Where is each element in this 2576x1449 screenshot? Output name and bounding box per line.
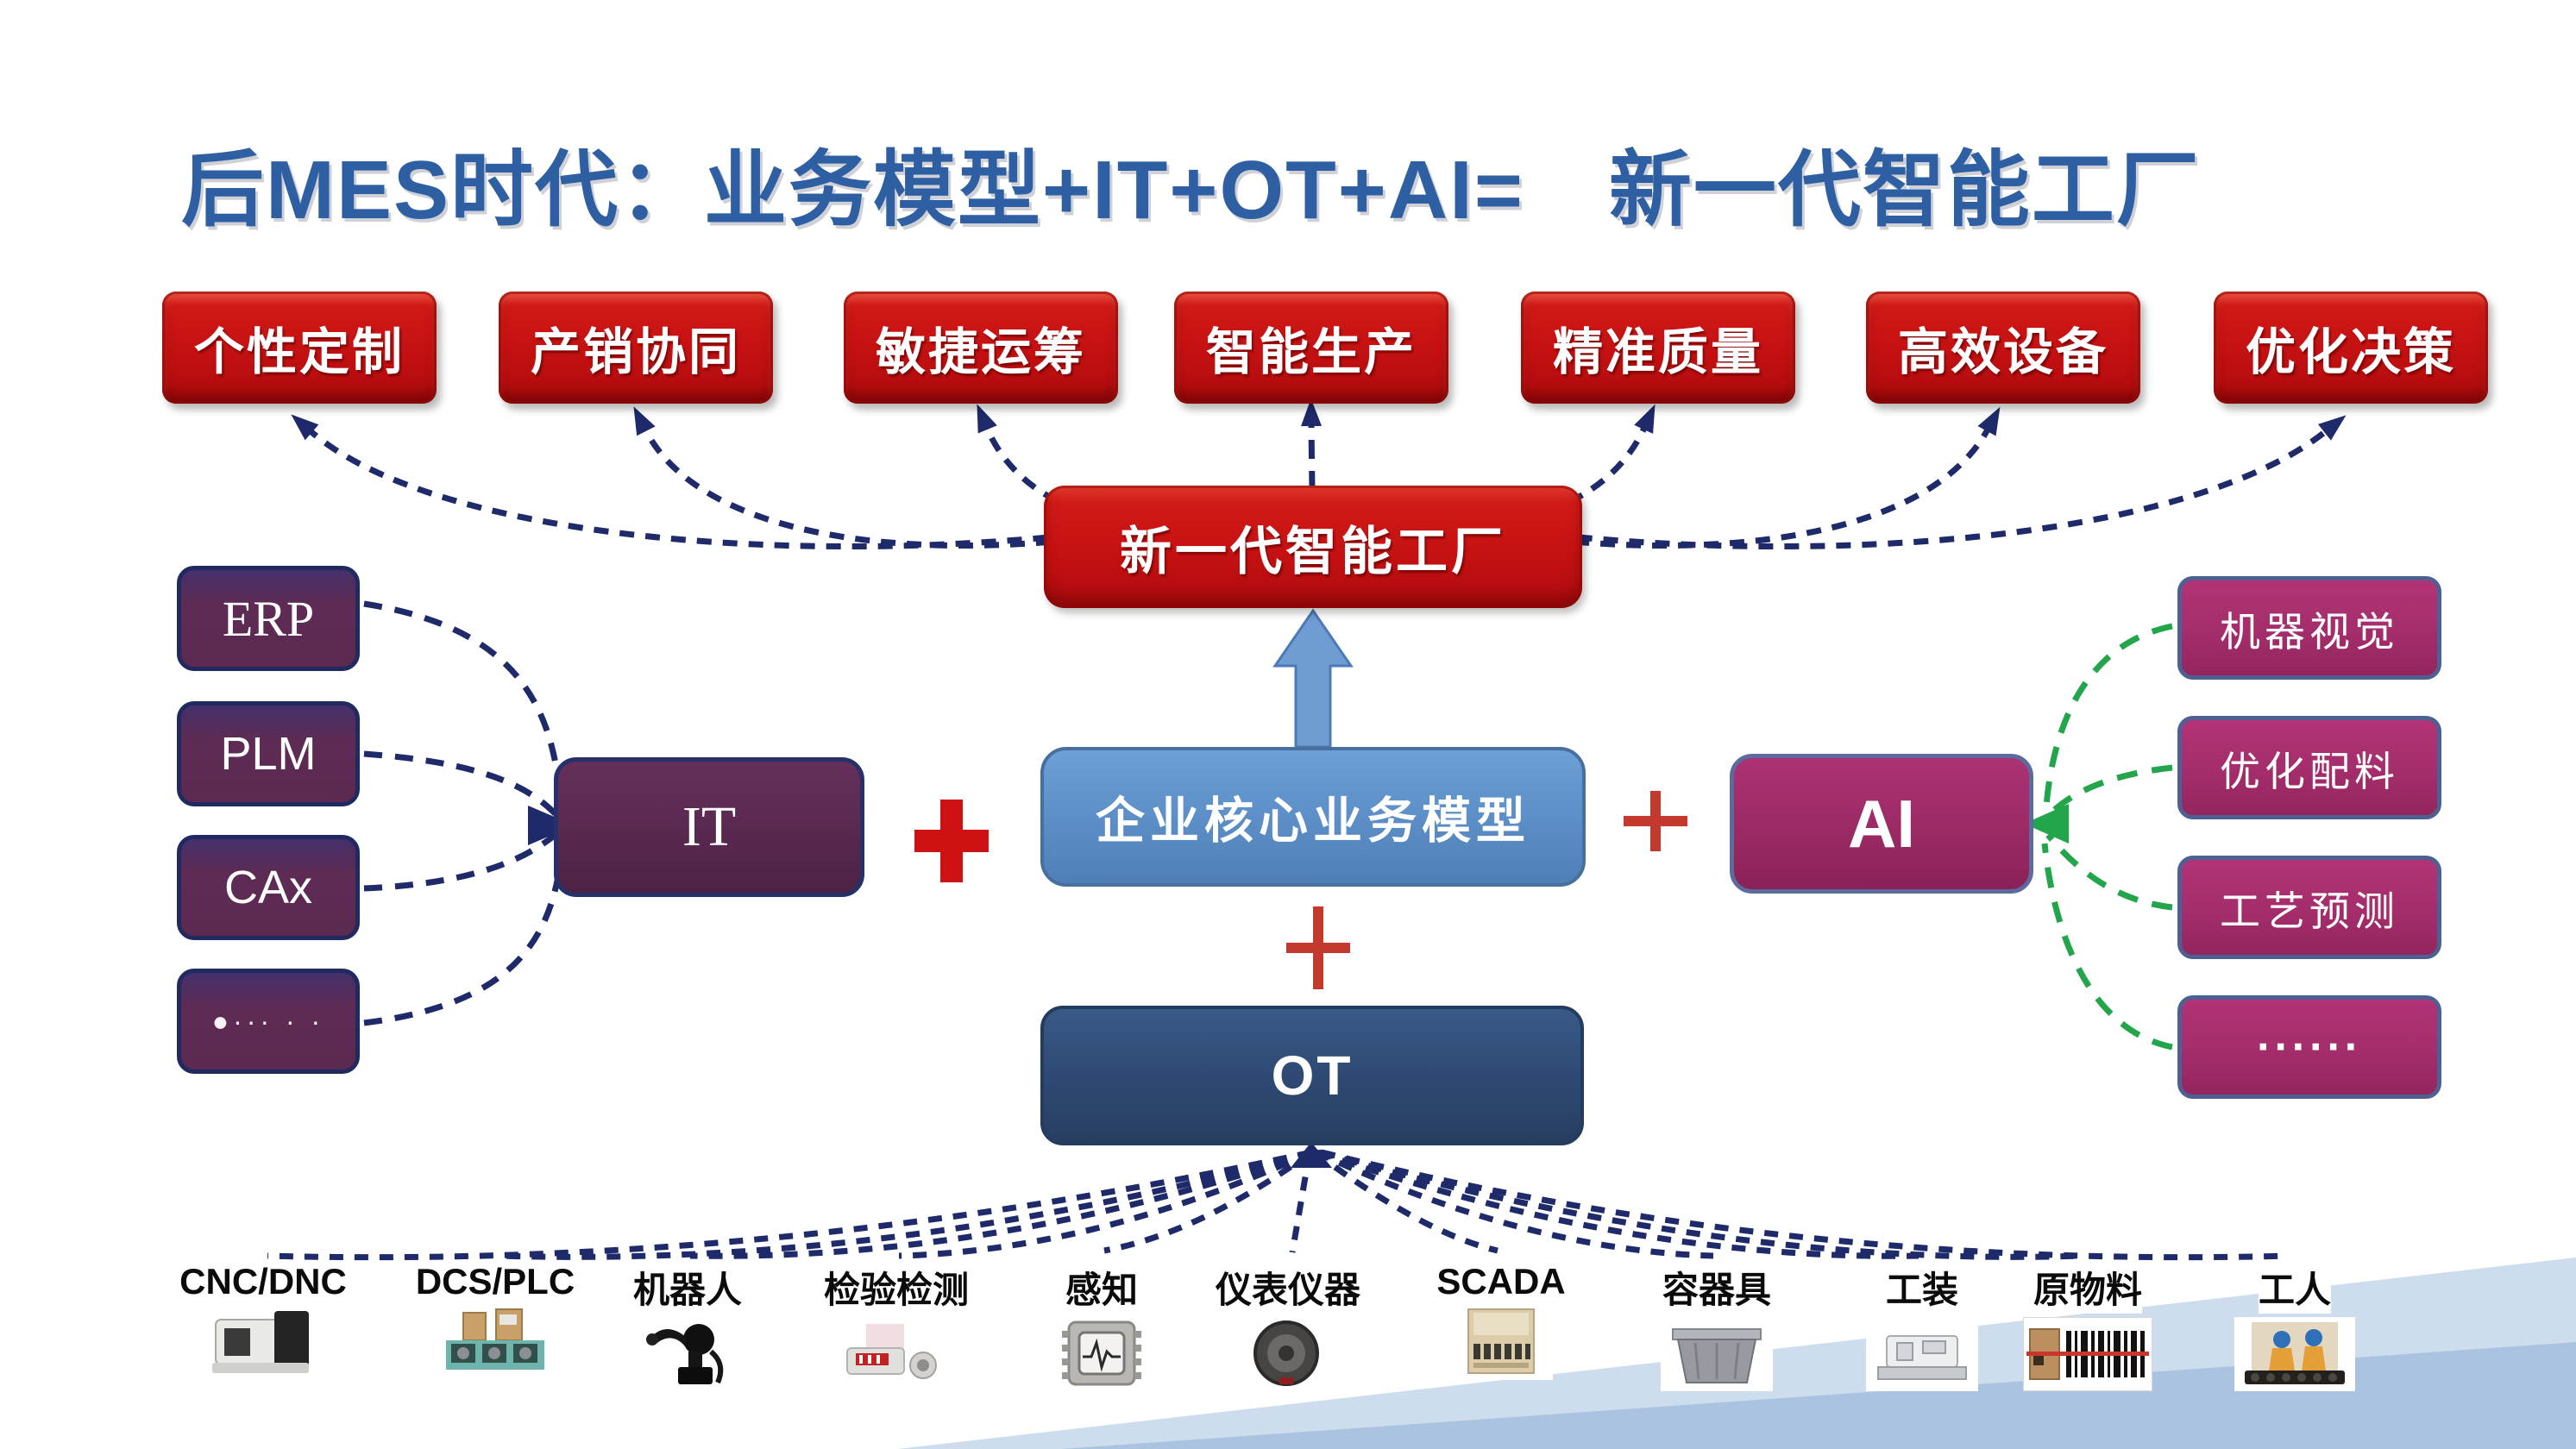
goal-box-equipment: 高效设备 <box>1866 292 2140 404</box>
model-to-factory-arrow <box>1272 608 1354 749</box>
goal-box-decision: 优化决策 <box>2214 292 2488 404</box>
it-label: IT <box>682 795 737 858</box>
goal-box-quality: 精准质量 <box>1521 292 1795 404</box>
device-label: 仪表仪器 <box>1215 1270 1360 1310</box>
page-title: 后MES时代：业务模型+IT+OT+AI= 新一代智能工厂 <box>181 144 2201 236</box>
scada-panel-icon <box>1449 1306 1553 1380</box>
source-label: CAx <box>223 862 312 913</box>
fixture-icon <box>1866 1317 1978 1391</box>
device-item-instrument: 仪表仪器 <box>1184 1261 1392 1391</box>
device-item-plc: DCS/PLC <box>392 1261 599 1380</box>
capability-label: 工艺预测 <box>2220 888 2399 934</box>
device-label: 感知 <box>1065 1270 1138 1310</box>
plus-icon-left <box>914 800 989 882</box>
ot-arrowhead <box>1291 1142 1332 1168</box>
ot-box: OT <box>1040 1006 1584 1145</box>
factory-box: 新一代智能工厂 <box>1044 486 1582 608</box>
capability-box-batching: 优化配料 <box>2177 716 2441 819</box>
cnc-machine-icon <box>207 1306 319 1380</box>
capability-box-vision: 机器视觉 <box>2177 576 2441 680</box>
source-label: PLM <box>220 728 317 780</box>
ellipsis-dots: ······ <box>2257 1022 2362 1072</box>
device-label: CNC/DNC <box>179 1261 347 1302</box>
instrument-gauge-icon <box>1236 1317 1340 1391</box>
container-bin-icon <box>1661 1317 1773 1391</box>
device-label: 工人 <box>2258 1261 2331 1314</box>
device-label: 工装 <box>1885 1261 1958 1314</box>
it-box: IT <box>554 757 864 897</box>
device-item-robot: 机器人 <box>584 1261 791 1391</box>
capabilities-to-ai-arrows <box>2041 623 2173 1051</box>
capability-label: 优化配料 <box>2220 748 2399 794</box>
source-box-cax: CAx <box>177 835 360 940</box>
plus-icon-bottom <box>1286 906 1350 989</box>
raw-material-barcode-icon <box>2023 1317 2152 1391</box>
device-label: DCS/PLC <box>415 1261 575 1302</box>
device-label: 机器人 <box>632 1270 742 1310</box>
device-item-inspection: 检验检测 <box>793 1261 1000 1391</box>
factory-label: 新一代智能工厂 <box>1120 522 1506 580</box>
device-label: 检验检测 <box>823 1270 969 1310</box>
source-box-erp: ERP <box>177 566 360 671</box>
source-box-more: ●··· · · <box>177 969 360 1074</box>
goal-label: 产销协同 <box>530 324 741 380</box>
ot-to-devices-lines <box>267 1149 2289 1261</box>
capability-label: 机器视觉 <box>2220 608 2399 655</box>
goal-label: 优化决策 <box>2245 324 2456 380</box>
ai-box: AI <box>1730 754 2033 894</box>
goal-box-agile: 敏捷运筹 <box>844 292 1118 404</box>
goal-box-custom: 个性定制 <box>162 292 437 404</box>
device-item-cnc: CNC/DNC <box>160 1261 367 1380</box>
inspection-device-icon <box>840 1317 952 1391</box>
device-item-container: 容器具 <box>1613 1261 1820 1391</box>
device-item-scada: SCADA <box>1398 1261 1605 1380</box>
goal-label: 敏捷运筹 <box>875 324 1086 380</box>
business-model-box: 企业核心业务模型 <box>1040 747 1586 887</box>
source-label: ERP <box>222 590 315 647</box>
device-item-worker: 工人 <box>2191 1261 2398 1391</box>
ai-label: AI <box>1848 785 1915 862</box>
plc-module-icon <box>439 1306 551 1380</box>
device-label: 容器具 <box>1662 1261 1771 1314</box>
capability-box-process: 工艺预测 <box>2177 856 2441 959</box>
ot-label: OT <box>1271 1044 1354 1107</box>
business-model-label: 企业核心业务模型 <box>1096 794 1530 849</box>
goal-box-smartprod: 智能生产 <box>1174 292 1448 404</box>
sensor-chip-icon <box>1050 1317 1153 1391</box>
goal-label: 高效设备 <box>1897 324 2108 380</box>
device-label: 原物料 <box>2033 1261 2142 1314</box>
device-item-sensing: 感知 <box>998 1261 1205 1391</box>
robot-icon <box>631 1317 744 1391</box>
plus-icon-right <box>1624 791 1687 851</box>
sources-to-it-arrows <box>363 600 566 1026</box>
workers-icon <box>2234 1317 2355 1391</box>
goal-box-sales: 产销协同 <box>499 292 773 404</box>
capability-box-more: ······ <box>2177 995 2441 1099</box>
ellipsis-dots: ●··· · · <box>211 1005 325 1037</box>
goal-label: 智能生产 <box>1205 324 1417 380</box>
device-item-rawmaterial: 原物料 <box>1984 1261 2191 1391</box>
device-label: SCADA <box>1436 1261 1566 1302</box>
source-box-plm: PLM <box>177 701 360 806</box>
goal-label: 精准质量 <box>1552 324 1763 380</box>
goal-label: 个性定制 <box>193 324 405 380</box>
